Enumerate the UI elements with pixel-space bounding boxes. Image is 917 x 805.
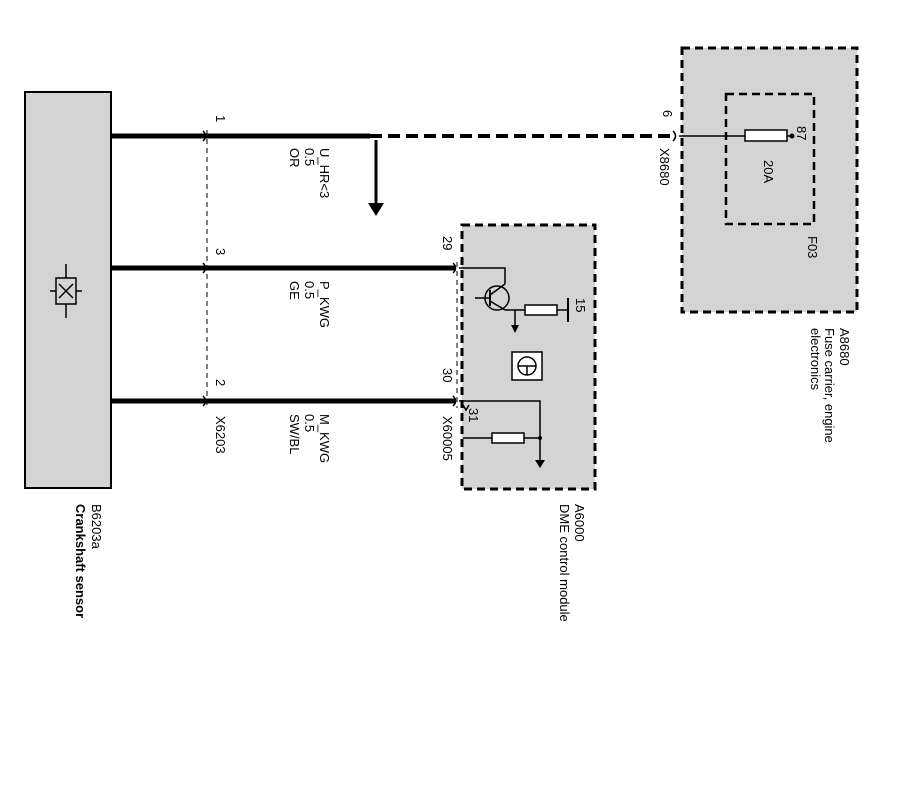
wire-3-size: 0.5 [302, 414, 317, 432]
wire-3-color: SW/BL [287, 414, 302, 454]
connector-x8680-label: X8680 [657, 148, 672, 186]
sensor-symbol-icon [50, 264, 82, 318]
wire-u-hr [111, 133, 672, 216]
fuse-carrier-box [680, 46, 859, 314]
wire-1-color: OR [287, 148, 302, 168]
connector-x60005-label: X60005 [440, 416, 455, 461]
connector-x8680-pin [672, 130, 677, 142]
connector-x60005-pins [452, 262, 470, 412]
ground-resistor-icon [459, 400, 545, 468]
pin-2-label: 2 [213, 379, 228, 386]
wire-2-size: 0.5 [302, 281, 317, 299]
wire-2-color: GE [287, 281, 302, 300]
pin-1-label: 1 [213, 115, 228, 122]
pin-6-label: 6 [660, 110, 675, 117]
transistor-icon [459, 267, 569, 333]
fuse-rating-label: 20A [761, 160, 776, 183]
fuse-id-label: F03 [805, 236, 820, 258]
wire-2-signal: P_KWG [317, 281, 332, 328]
sensor-name-label: Crankshaft sensor [73, 504, 88, 618]
connector-x6203-label: X6203 [213, 416, 228, 454]
pin-29-label: 29 [440, 236, 455, 250]
fuse-carrier-name-line2: electronics [808, 328, 823, 391]
dme-id-label: A6000 [572, 504, 587, 542]
wire-1-size: 0.5 [302, 148, 317, 166]
connector-x6203-pins [202, 130, 207, 407]
sensor-id-label: B6203a [89, 504, 104, 550]
wire-3-signal: M_KWG [317, 414, 332, 463]
ecu-chip-icon [511, 351, 543, 381]
fuse-carrier-name-line1: Fuse carrier, engine [822, 328, 837, 443]
dme-name-label: DME control module [557, 504, 572, 622]
pin-87-label: 87 [794, 126, 809, 140]
pin-31-label: 31 [466, 408, 481, 422]
fuse-f03-box [724, 92, 816, 226]
fuse-carrier-id-label: A8680 [837, 328, 852, 366]
pin-15-label: 15 [573, 298, 588, 312]
fuse-icon [679, 129, 795, 142]
pin-30-label: 30 [440, 368, 455, 382]
pin-3-label: 3 [213, 248, 228, 255]
wire-1-signal: U_HR<3 [317, 148, 332, 198]
